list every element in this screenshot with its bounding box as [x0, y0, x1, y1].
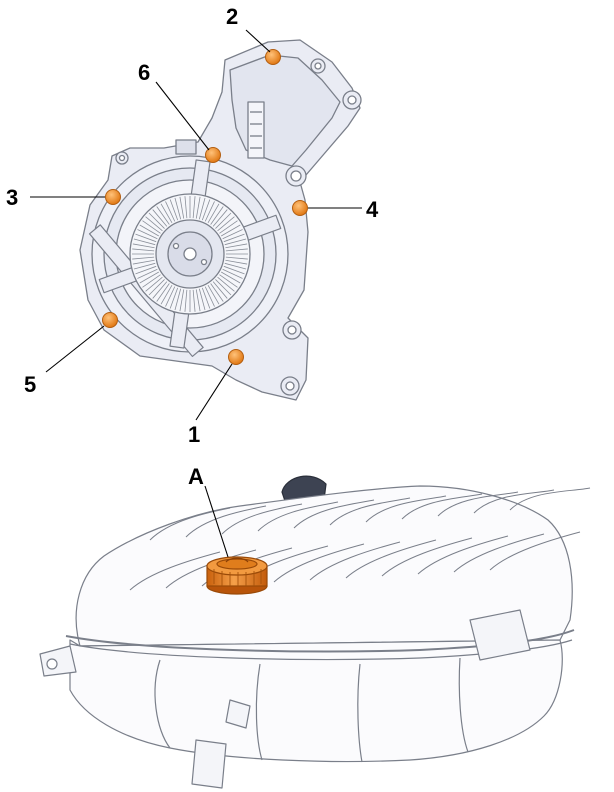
- bolt-3: [105, 189, 121, 205]
- leader-lines: [30, 29, 362, 421]
- leader-6: [155, 81, 210, 151]
- bolt-6: [205, 147, 221, 163]
- callout-4: 4: [366, 197, 379, 222]
- tank-ribs: [129, 487, 591, 591]
- bolts: [102, 49, 308, 365]
- bolt-4: [292, 200, 308, 216]
- callout-5: 5: [24, 372, 36, 397]
- bolt-2: [265, 49, 281, 65]
- pump-housing-assembly: [79, 39, 362, 401]
- callout-3: 3: [6, 185, 18, 210]
- bolt-1: [228, 349, 244, 365]
- leader-5: [45, 325, 105, 373]
- callout-1: 1: [188, 422, 200, 447]
- leader-2: [245, 29, 271, 53]
- callout-6: 6: [138, 60, 150, 85]
- callout-2: 2: [226, 4, 238, 29]
- callout-a: A: [188, 464, 204, 489]
- bolt-5: [102, 312, 118, 328]
- tank-lower-shell: [69, 639, 563, 763]
- filler-cap: [206, 556, 268, 595]
- leader-a: [204, 485, 229, 558]
- fan-fins: [132, 196, 248, 312]
- leader-1: [195, 363, 233, 421]
- expansion-tank: [39, 475, 591, 789]
